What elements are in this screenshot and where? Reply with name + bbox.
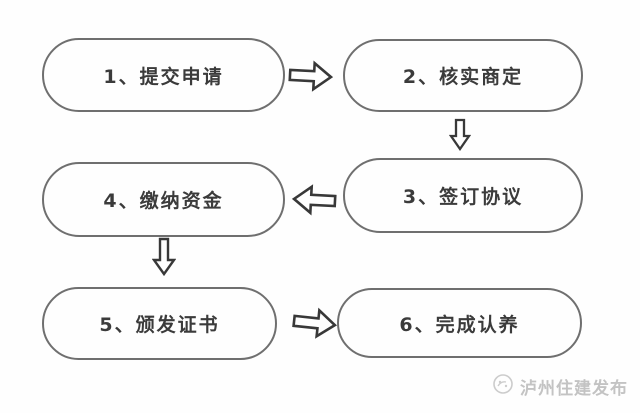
arrow-right-icon <box>286 58 335 94</box>
flow-node-label: 2、核实商定 <box>402 66 524 88</box>
flow-node-step-4: 4、缴纳资金 <box>42 162 285 237</box>
flow-node-step-1: 1、提交申请 <box>42 38 285 112</box>
flow-node-label: 3、签订协议 <box>402 186 524 208</box>
watermark: 泸州住建发布 <box>492 373 628 399</box>
watermark-text: 泸州住建发布 <box>520 378 628 399</box>
flow-node-label: 5、颁发证书 <box>99 314 220 336</box>
arrow-down-icon <box>152 237 176 277</box>
flow-node-label: 6、完成认养 <box>399 313 520 336</box>
arrow-left-icon <box>290 182 339 218</box>
publisher-logo-icon <box>492 373 514 399</box>
flow-node-step-5: 5、颁发证书 <box>42 287 277 360</box>
arrow-down-icon <box>449 118 471 151</box>
flow-node-label: 1、提交申请 <box>103 65 224 88</box>
flow-node-step-6: 6、完成认养 <box>337 288 582 358</box>
flow-node-step-2: 2、核实商定 <box>343 39 583 112</box>
arrow-right-icon <box>289 304 339 343</box>
flow-node-step-3: 3、签订协议 <box>343 158 583 233</box>
flow-node-label: 4、缴纳资金 <box>103 190 224 212</box>
